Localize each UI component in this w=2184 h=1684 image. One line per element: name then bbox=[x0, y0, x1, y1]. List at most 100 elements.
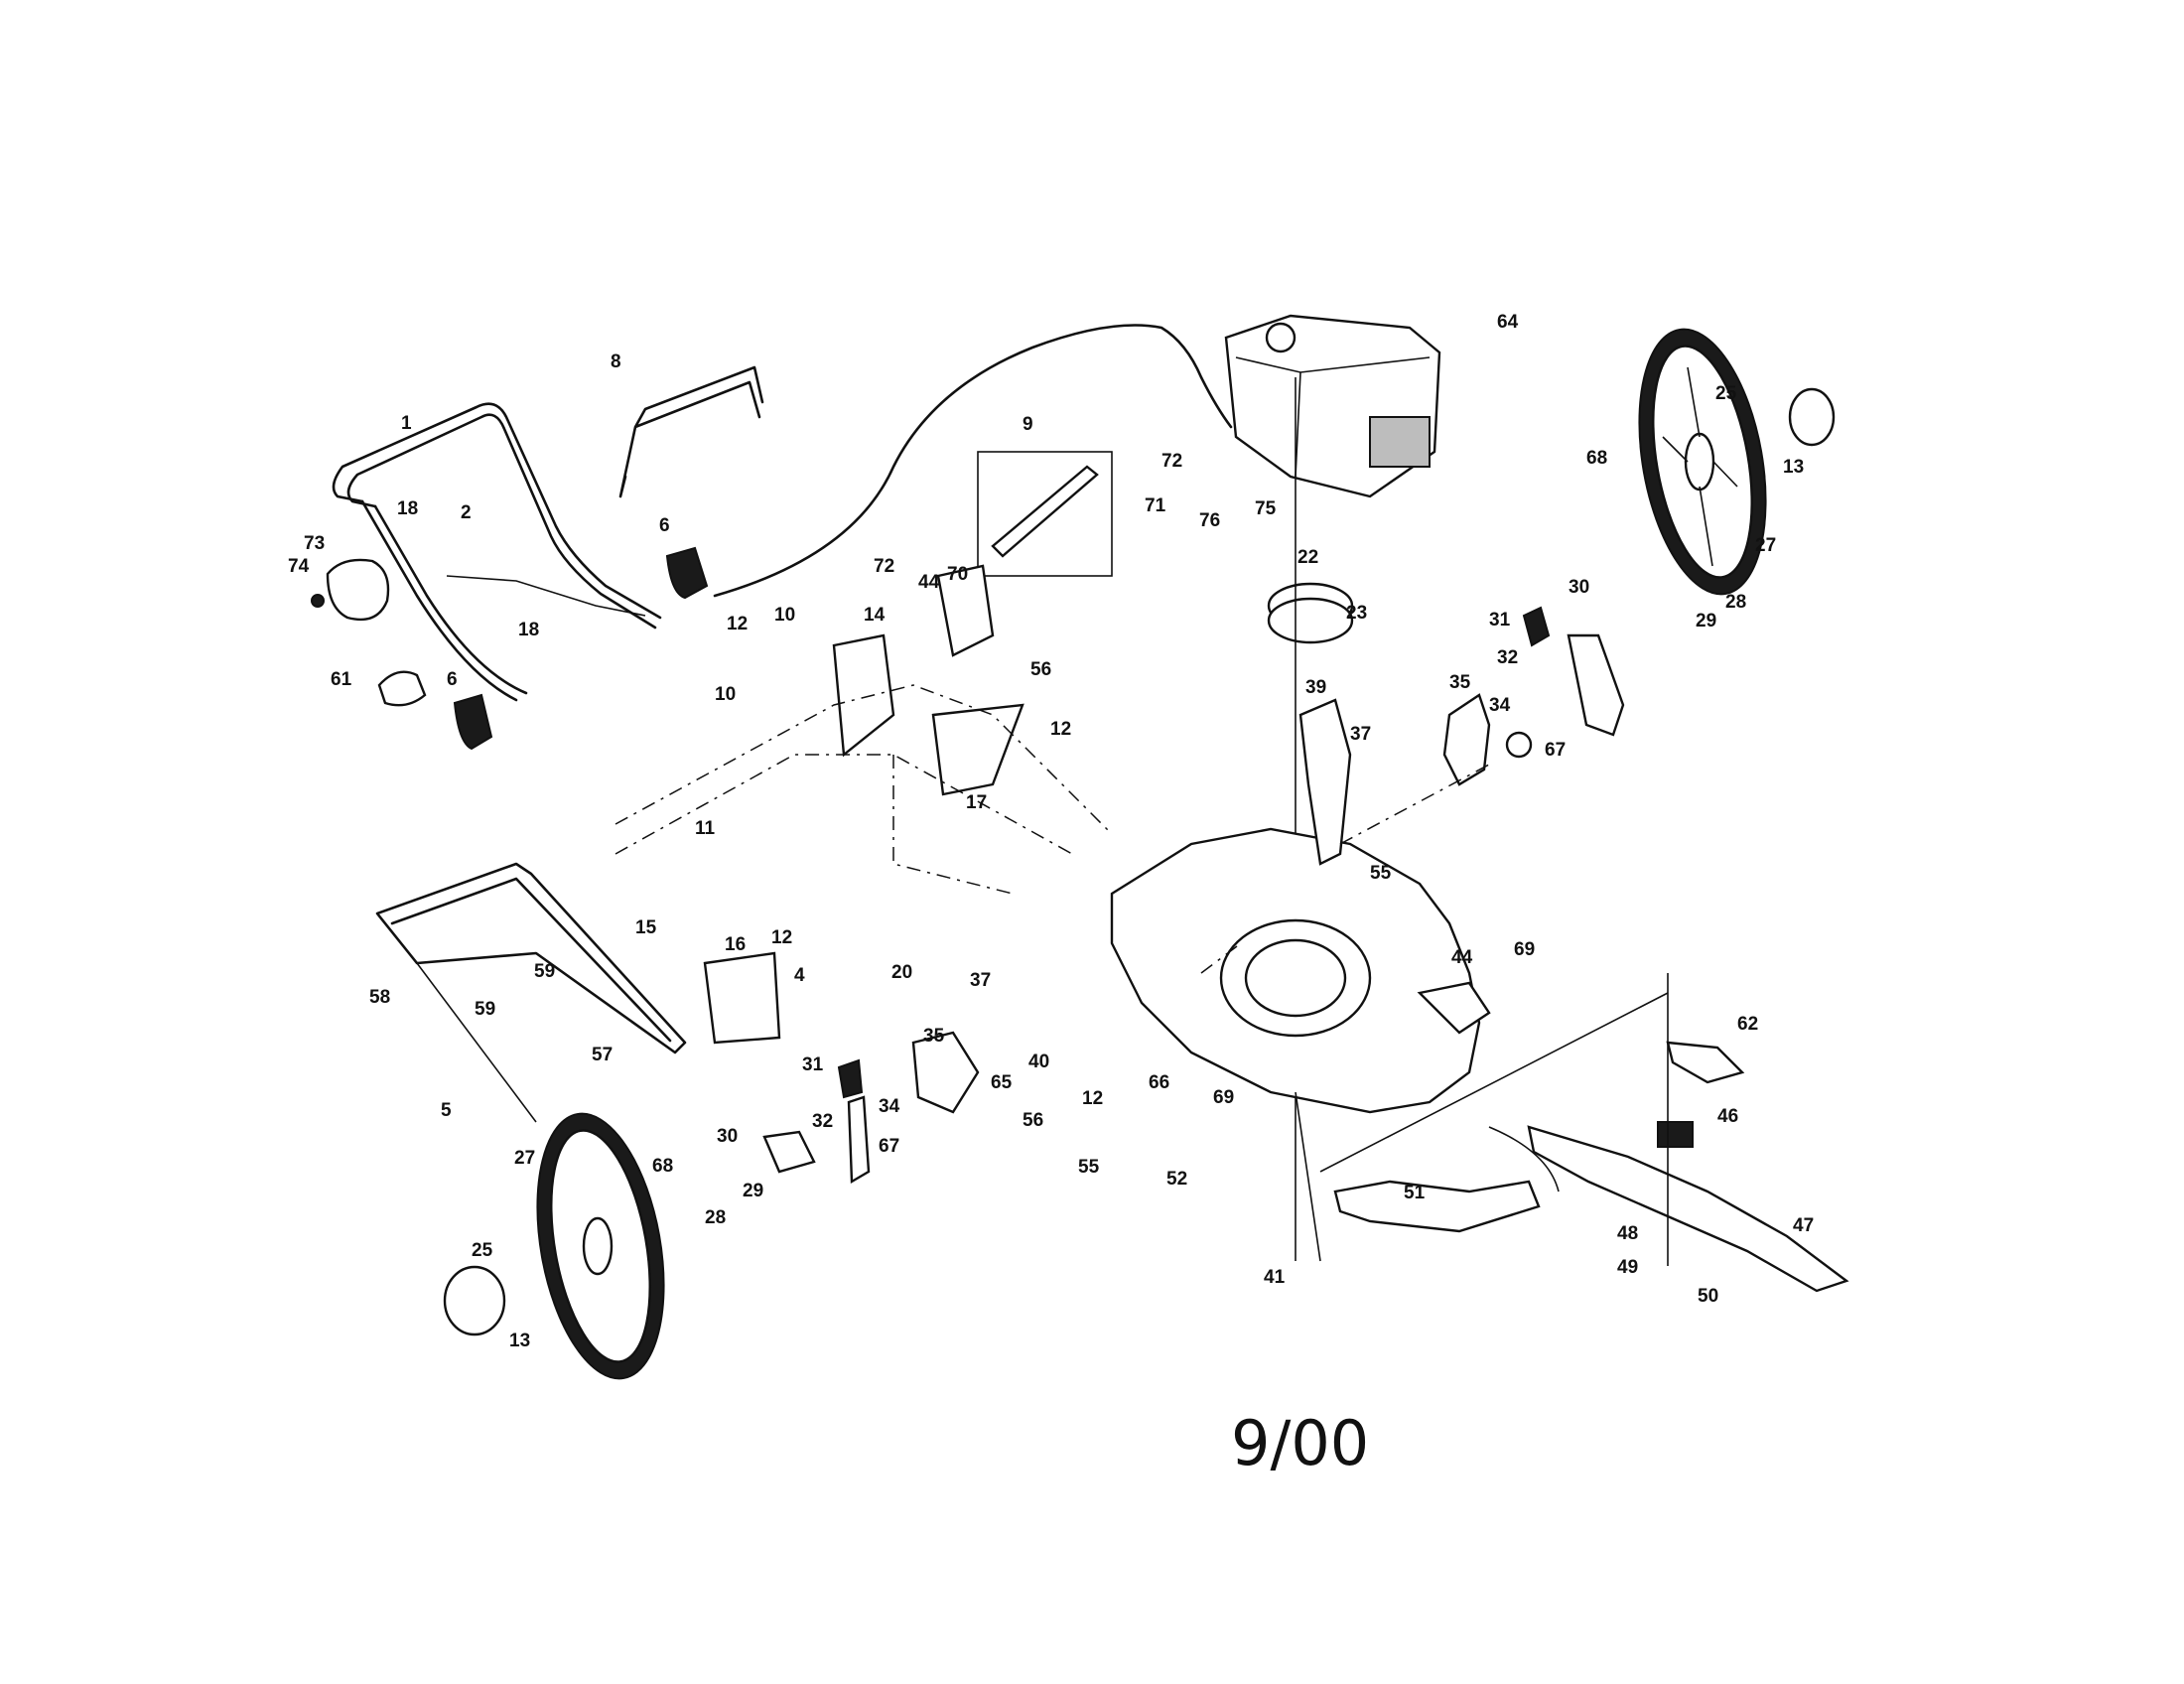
height-adjuster-right-drawing bbox=[1567, 633, 1625, 737]
part-number-label: 58 bbox=[369, 987, 390, 1008]
part-number-label: 25 bbox=[1715, 383, 1737, 404]
part-number-label: 27 bbox=[514, 1148, 535, 1169]
rear-wheel-right-drawing bbox=[1638, 328, 1767, 596]
bracket-44-drawing bbox=[936, 564, 995, 657]
part-number-label: 56 bbox=[1030, 659, 1051, 680]
part-number-label: 76 bbox=[1199, 510, 1220, 531]
part-number-label: 29 bbox=[743, 1181, 763, 1201]
upper-handle-drawing bbox=[332, 402, 662, 702]
throttle-cable-drawing bbox=[713, 324, 1233, 598]
part-number-label: 59 bbox=[534, 961, 555, 982]
part-number-label: 18 bbox=[518, 620, 539, 640]
blade-bracket-62-drawing bbox=[1666, 1041, 1745, 1084]
part-number-label: 49 bbox=[1617, 1257, 1638, 1278]
part-number-label: 67 bbox=[879, 1136, 899, 1157]
part-number-label: 12 bbox=[727, 614, 748, 634]
part-number-label: 57 bbox=[592, 1045, 613, 1065]
part-number-label: 73 bbox=[304, 533, 325, 554]
cable-holder-box bbox=[977, 451, 1113, 577]
part-number-label: 6 bbox=[659, 515, 670, 536]
part-number-label: 68 bbox=[652, 1156, 673, 1177]
part-number-label: 5 bbox=[441, 1100, 452, 1121]
engine-drawing bbox=[1224, 314, 1441, 498]
part-number-label: 1 bbox=[401, 413, 412, 434]
part-number-label: 52 bbox=[1166, 1169, 1187, 1190]
part-number-label: 15 bbox=[635, 917, 657, 938]
part-number-label: 9 bbox=[1023, 414, 1033, 435]
part-number-label: 35 bbox=[923, 1026, 945, 1047]
part-number-label: 66 bbox=[1149, 1072, 1169, 1093]
part-number-label: 59 bbox=[475, 999, 495, 1020]
part-number-label: 67 bbox=[1545, 740, 1566, 761]
part-number-label: 55 bbox=[1370, 863, 1392, 884]
rear-wheel-left-drawing bbox=[536, 1112, 665, 1380]
part-number-label: 71 bbox=[1145, 495, 1166, 516]
part-number-label: 12 bbox=[1082, 1088, 1103, 1109]
height-adjuster-left-drawing bbox=[837, 1058, 864, 1099]
part-number-label: 30 bbox=[717, 1126, 738, 1147]
part-number-label: 68 bbox=[1586, 448, 1607, 469]
part-number-label: 13 bbox=[509, 1331, 530, 1351]
part-number-label: 61 bbox=[331, 669, 352, 690]
part-number-label: 27 bbox=[1755, 535, 1776, 556]
knob-6-upper-drawing bbox=[665, 546, 709, 600]
part-number-label: 37 bbox=[970, 970, 991, 991]
part-number-label: 12 bbox=[771, 927, 792, 948]
part-number-label: 55 bbox=[1078, 1157, 1100, 1178]
rear-baffle-drawing bbox=[1298, 698, 1352, 866]
part-number-label: 25 bbox=[472, 1240, 493, 1261]
part-number-label: 69 bbox=[1213, 1087, 1234, 1108]
part-number-label: 69 bbox=[1514, 939, 1535, 960]
part-number-label: 47 bbox=[1793, 1215, 1814, 1236]
part-number-label: 34 bbox=[879, 1096, 900, 1117]
part-number-label: 28 bbox=[1725, 592, 1746, 613]
part-number-label: 44 bbox=[1451, 947, 1473, 968]
part-number-label: 41 bbox=[1264, 1267, 1286, 1288]
bail-bar-drawing bbox=[618, 365, 764, 498]
bracket-14-drawing bbox=[832, 633, 895, 758]
lower-handle-drawing bbox=[375, 862, 687, 1123]
part-number-label: 32 bbox=[1497, 647, 1518, 668]
part-labels: 1 8 18 2 6 73 74 18 61 6 9 72 71 72 70 7… bbox=[288, 312, 1814, 1479]
part-number-label: 14 bbox=[864, 605, 886, 626]
control-housing-drawing bbox=[326, 558, 390, 622]
chute-door-drawing bbox=[703, 951, 781, 1045]
date-stamp: 9/00 bbox=[1231, 1407, 1369, 1479]
part-number-label: 48 bbox=[1617, 1223, 1638, 1244]
part-number-label: 44 bbox=[918, 572, 940, 593]
part-number-label: 34 bbox=[1489, 695, 1511, 716]
part-number-label: 6 bbox=[447, 669, 458, 690]
part-number-label: 4 bbox=[794, 965, 805, 986]
part-number-label: 12 bbox=[1050, 719, 1071, 740]
part-number-label: 18 bbox=[397, 498, 418, 519]
part-number-label: 17 bbox=[966, 792, 987, 813]
hubcap-left-drawing bbox=[443, 1265, 506, 1336]
part-number-label: 28 bbox=[705, 1207, 726, 1228]
part-number-label: 64 bbox=[1497, 312, 1519, 333]
part-number-label: 65 bbox=[991, 1072, 1013, 1093]
baffle-51-drawing bbox=[1333, 1180, 1541, 1233]
part-number-label: 40 bbox=[1028, 1052, 1049, 1072]
part-number-label: 10 bbox=[715, 684, 736, 705]
part-number-label: 29 bbox=[1696, 611, 1716, 632]
part-number-label: 31 bbox=[802, 1054, 824, 1075]
part-number-label: 75 bbox=[1255, 498, 1277, 519]
part-number-label: 8 bbox=[611, 351, 621, 372]
blade-drawing bbox=[1527, 1125, 1849, 1293]
part-number-label: 23 bbox=[1346, 603, 1367, 624]
mower-deck-drawing bbox=[1110, 827, 1491, 1114]
part-number-label: 62 bbox=[1737, 1014, 1758, 1035]
part-number-label: 2 bbox=[461, 502, 472, 523]
gear-plate-right-drawing bbox=[1442, 693, 1491, 786]
hubcap-right-drawing bbox=[1788, 387, 1836, 447]
part-number-label: 32 bbox=[812, 1111, 833, 1132]
part-number-label: 22 bbox=[1297, 547, 1318, 568]
part-number-label: 72 bbox=[874, 556, 894, 577]
part-number-label: 56 bbox=[1023, 1110, 1043, 1131]
part-number-label: 31 bbox=[1489, 610, 1511, 631]
blade-adapter-drawing bbox=[1657, 1121, 1694, 1148]
part-number-label: 16 bbox=[725, 934, 746, 955]
part-number-label: 20 bbox=[891, 962, 912, 983]
assembly-lines bbox=[614, 684, 1669, 1266]
